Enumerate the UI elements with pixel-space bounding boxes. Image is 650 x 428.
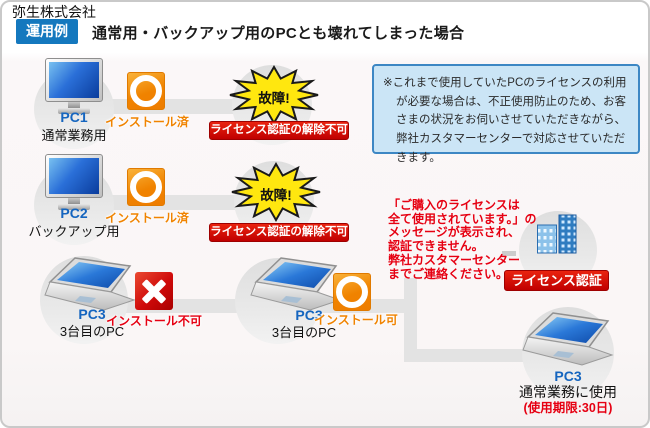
install-ok-icon — [333, 273, 371, 311]
laptop-icon — [44, 257, 136, 311]
building-icon — [537, 214, 577, 254]
pc3-blocked-install-label: インストール不可 — [106, 314, 202, 328]
operation-example-badge: 運用例 — [16, 19, 78, 44]
license-message: 「ご購入のライセンスは 全て使用されています。」の メッセージが表示され、 認証… — [388, 198, 538, 281]
diagram-title: 通常用・バックアップ用のPCとも壊れてしまった場合 — [92, 25, 465, 42]
license-message-line: 「ご購入のライセンスは — [388, 198, 520, 212]
license-message-line: メッセージが表示され、 — [388, 225, 520, 240]
pc1-caption: 通常業務用 — [41, 128, 107, 143]
license-message-line: 認証できません。 — [388, 239, 484, 254]
failure-burst-icon — [229, 65, 319, 125]
pc1-name: PC1 — [60, 109, 88, 125]
pc1-failure-label: 故障! — [258, 91, 290, 106]
pc2-failure-label: 故障! — [260, 188, 292, 203]
laptop-icon — [522, 312, 614, 366]
pc3-blocked-name: PC3 — [78, 306, 106, 322]
desktop-pc-icon — [45, 58, 103, 114]
pc1-install-label: インストール済 — [105, 115, 189, 129]
license-message-line: 弊社カスタマーセンター — [388, 252, 521, 267]
pc2-caption: バックアップ用 — [28, 224, 120, 239]
license-auth-badge: ライセンス認証 — [504, 270, 609, 291]
pc2-install-label: インストール済 — [105, 211, 189, 225]
desktop-pc-icon — [45, 154, 103, 210]
license-message-line: 全て使用されています。」の — [388, 211, 537, 226]
note-text: ※これまで使用していたPCのライセンスの利用が必要な場合は、不正使用防止のため、… — [383, 77, 627, 164]
pc2-license-lock-badge: ライセンス認証の解除不可 — [209, 223, 349, 242]
install-ok-icon — [127, 168, 165, 206]
pc3-final-name: PC3 — [554, 368, 582, 384]
connector-dash-yayoi — [502, 251, 516, 256]
pc1-license-lock-badge: ライセンス認証の解除不可 — [209, 121, 349, 140]
pc3-allowed-install-label: インストール可 — [314, 313, 398, 327]
license-message-line: までご連絡ください。 — [388, 266, 509, 281]
connector-vertical — [404, 278, 417, 362]
install-ok-icon — [127, 72, 165, 110]
pc3-final-caption: 通常業務に使用 — [519, 384, 617, 400]
connector-row2 — [72, 195, 277, 210]
connector-row1 — [72, 99, 277, 114]
pc2-name: PC2 — [60, 205, 88, 221]
install-ng-icon — [135, 272, 173, 310]
pc3-blocked-caption: 3台目のPC — [59, 324, 125, 339]
pc3-allowed-name: PC3 — [295, 307, 323, 323]
connector-to-final-pc — [404, 349, 560, 362]
laptop-icon — [250, 257, 342, 311]
note-box: ※これまで使用していたPCのライセンスの利用が必要な場合は、不正使用防止のため、… — [372, 64, 640, 164]
company-name: 弥生株式会社 — [12, 4, 96, 20]
failure-burst-icon — [231, 162, 321, 222]
pc3-allowed-caption: 3台目のPC — [271, 325, 337, 340]
pc3-final-usage-limit: (使用期限:30日) — [523, 401, 613, 415]
